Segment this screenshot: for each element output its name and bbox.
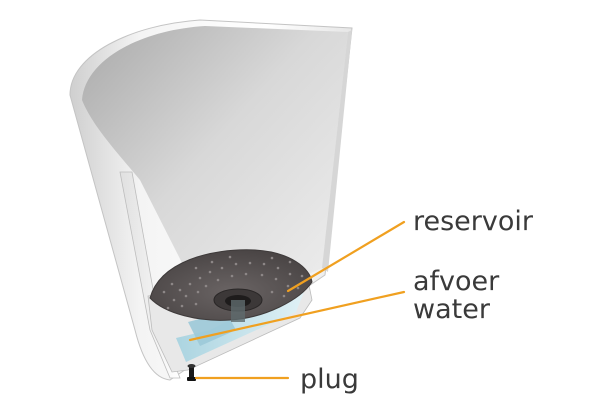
perforated-disc <box>149 249 313 322</box>
plug-head <box>187 364 196 368</box>
disc-surface <box>149 249 313 321</box>
pot-right-cut <box>322 30 352 272</box>
leader-lines <box>188 220 406 380</box>
leader-reservoir <box>286 220 406 293</box>
label-water: water <box>413 294 491 325</box>
label-reservoir: reservoir <box>413 206 534 237</box>
plug-base <box>187 377 196 381</box>
disc-holes <box>162 255 304 310</box>
pot-inner-wall <box>82 26 348 318</box>
plug-stem <box>189 366 194 378</box>
leader-afvoer-water <box>188 290 406 342</box>
pot-rim-edge <box>119 171 181 379</box>
drain-pipe <box>231 300 245 322</box>
label-plug: plug <box>300 364 359 395</box>
plug-part <box>187 364 196 381</box>
label-afvoer: afvoer <box>413 266 500 297</box>
callout-labels: reservoir afvoer water plug <box>300 206 534 395</box>
